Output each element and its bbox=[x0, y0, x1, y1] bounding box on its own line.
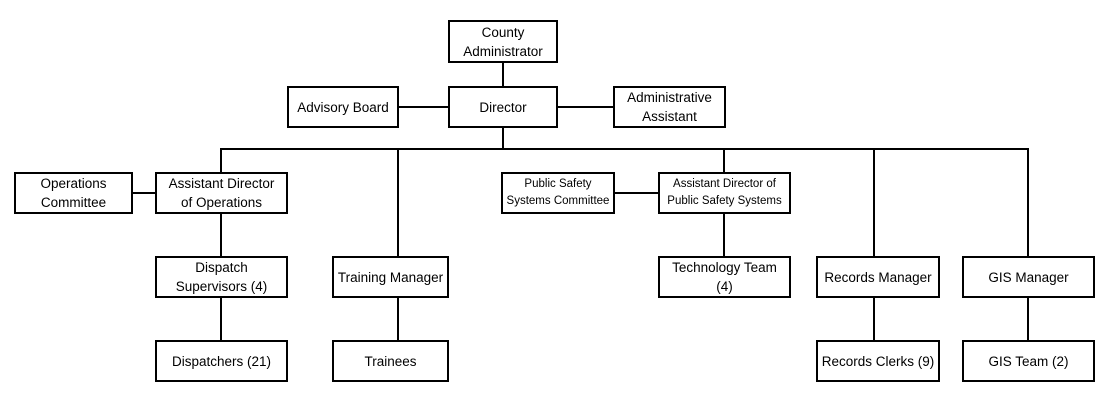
records-manager-box: Records Manager bbox=[816, 256, 940, 298]
dispatch-supervisors-box: Dispatch Supervisors (4) bbox=[155, 256, 288, 298]
administrative-assistant-box: Administrative Assistant bbox=[613, 86, 726, 128]
technology-team-box: Technology Team (4) bbox=[658, 256, 791, 298]
gis-team-box: GIS Team (2) bbox=[962, 340, 1095, 382]
operations-committee-box: Operations Committee bbox=[14, 172, 133, 214]
connector-gis-team bbox=[1027, 297, 1029, 340]
connector-training-trainees bbox=[397, 297, 399, 340]
connector-to-gis bbox=[1027, 148, 1029, 256]
connector-to-asst-ops bbox=[220, 148, 222, 172]
public-safety-systems-committee-box: Public Safety Systems Committee bbox=[501, 172, 615, 214]
director-box: Director bbox=[448, 86, 558, 128]
connector-director-down bbox=[502, 127, 504, 149]
connector-director-assistant bbox=[558, 106, 614, 108]
trainees-box: Trainees bbox=[332, 340, 449, 382]
training-manager-box: Training Manager bbox=[332, 256, 449, 298]
connector-records-clerks bbox=[873, 297, 875, 340]
assistant-director-public-safety-systems-box: Assistant Director of Public Safety Syst… bbox=[658, 172, 791, 214]
connector-dispatchsup-dispatchers bbox=[220, 297, 222, 340]
assistant-director-operations-box: Assistant Director of Operations bbox=[155, 172, 288, 214]
connector-to-records bbox=[873, 148, 875, 256]
advisory-board-box: Advisory Board bbox=[287, 86, 399, 128]
connector-asstops-dispatchsup bbox=[220, 213, 222, 256]
connector-to-training bbox=[397, 148, 399, 256]
connector-psscommittee-asstpss bbox=[614, 192, 659, 194]
connector-opscommittee-asstops bbox=[133, 192, 156, 194]
connector-advisory-director bbox=[398, 106, 448, 108]
records-clerks-box: Records Clerks (9) bbox=[816, 340, 940, 382]
county-administrator-box: County Administrator bbox=[448, 20, 558, 63]
connector-main-bus bbox=[220, 148, 1029, 150]
connector-to-asst-pss bbox=[723, 148, 725, 172]
gis-manager-box: GIS Manager bbox=[962, 256, 1095, 298]
connector-asstpss-techteam bbox=[723, 213, 725, 256]
dispatchers-box: Dispatchers (21) bbox=[155, 340, 288, 382]
connector-admin-director bbox=[502, 62, 504, 86]
